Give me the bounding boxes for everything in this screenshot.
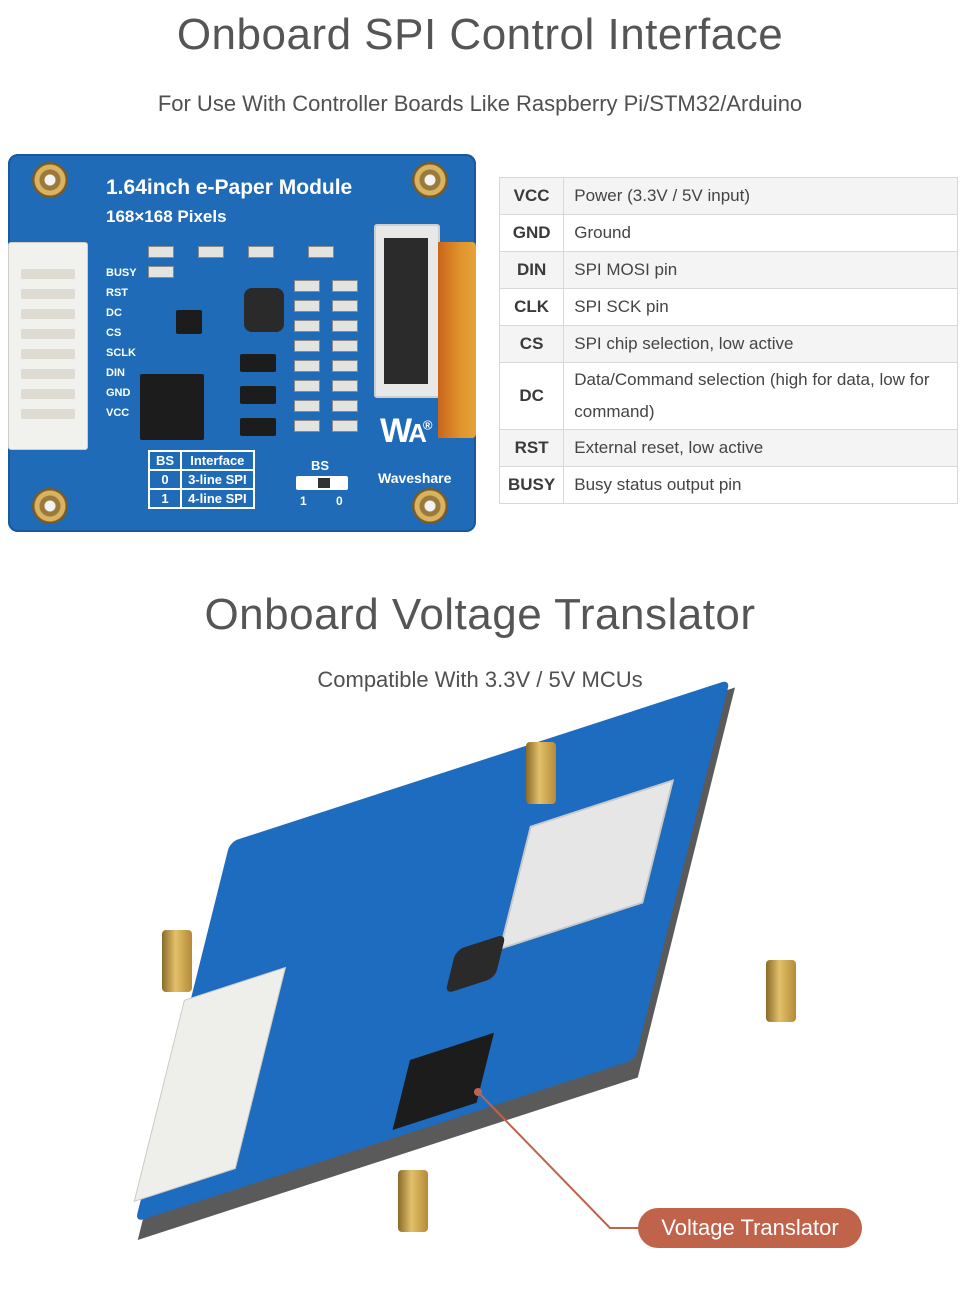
table-row: GND Ground [498, 214, 958, 252]
standoff [398, 1170, 428, 1232]
table-row: RST External reset, low active [498, 429, 958, 467]
table-row: BUSY Busy status output pin [498, 466, 958, 504]
pin-description-table: VCC Power (3.3V / 5V input) GND Ground D… [498, 177, 958, 504]
inductor [244, 288, 284, 332]
pin-name: CS [498, 325, 565, 363]
bs-switch [296, 476, 348, 490]
table-row: CLK SPI SCK pin [498, 288, 958, 326]
waveshare-logo-icon: WA® [380, 412, 432, 450]
bs-switch-label: BS [311, 458, 330, 473]
section-subtitle-spi: For Use With Controller Boards Like Rasp… [157, 91, 803, 116]
section-title-spi: Onboard SPI Control Interface [176, 10, 784, 59]
pin-name: BUSY [498, 466, 565, 504]
pin-name: RST [498, 429, 565, 467]
table-row: DIN SPI MOSI pin [498, 251, 958, 289]
interface-header: Interface [180, 450, 255, 471]
brand-name: Waveshare [378, 470, 452, 486]
pin-label-vcc: VCC [106, 407, 130, 419]
pin-label-busy: BUSY [106, 267, 137, 279]
pin-label-din: DIN [106, 367, 125, 379]
section-title-voltage: Onboard Voltage Translator [204, 590, 756, 639]
pin-label-sclk: SCLK [106, 347, 136, 359]
diode [240, 354, 276, 372]
mount-hole [412, 162, 448, 198]
board-resolution: 168×168 Pixels [106, 207, 227, 226]
bs-header: BS [147, 450, 183, 471]
table-row: VCC Power (3.3V / 5V input) [498, 177, 958, 215]
board-name: 1.64inch e-Paper Module [106, 176, 353, 199]
interface-value: 3-line SPI [180, 469, 255, 490]
voltage-translator-callout: Voltage Translator [638, 1208, 862, 1248]
bs-value: 0 [147, 469, 183, 490]
pin-label-cs: CS [106, 327, 122, 339]
pin-name: CLK [498, 288, 565, 326]
pin-description: SPI SCK pin [563, 288, 958, 326]
table-row: DC Data/Command selection (high for data… [498, 362, 958, 430]
pin-description: Busy status output pin [563, 466, 958, 504]
epaper-board-top-view: 1.64inch e-Paper Module 168×168 Pixels B… [8, 154, 476, 532]
pin-description: Data/Command selection (high for data, l… [563, 362, 958, 430]
display-flex-cable [438, 242, 476, 438]
epaper-board-angled-view [110, 679, 870, 1300]
pin-label-dc: DC [106, 307, 122, 319]
section-subtitle-voltage: Compatible With 3.3V / 5V MCUs [317, 667, 643, 692]
level-shifter-chip [140, 374, 204, 440]
interface-value: 4-line SPI [180, 488, 255, 509]
transistor [176, 310, 202, 334]
standoff [162, 930, 192, 992]
mount-hole [32, 162, 68, 198]
pin-name: DIN [498, 251, 565, 289]
bs-value: 1 [147, 488, 183, 509]
bs-switch-0: 0 [336, 494, 343, 508]
mount-hole [32, 488, 68, 524]
fpc-connector [374, 224, 440, 398]
pin-label-gnd: GND [106, 387, 131, 399]
bs-switch-1: 1 [300, 494, 307, 508]
pin-description: Ground [563, 214, 958, 252]
standoff [526, 742, 556, 804]
standoff [766, 960, 796, 1022]
pin-description: SPI MOSI pin [563, 251, 958, 289]
pin-label-rst: RST [106, 287, 128, 299]
mount-hole [412, 488, 448, 524]
diode [240, 418, 276, 436]
diode [240, 386, 276, 404]
pin-name: DC [498, 362, 565, 430]
pin-header-connector [8, 242, 88, 450]
pin-description: External reset, low active [563, 429, 958, 467]
bs-interface-table: BS Interface 0 3-line SPI 1 4-line SPI [147, 450, 255, 509]
pin-description: Power (3.3V / 5V input) [563, 177, 958, 215]
pin-name: VCC [498, 177, 565, 215]
